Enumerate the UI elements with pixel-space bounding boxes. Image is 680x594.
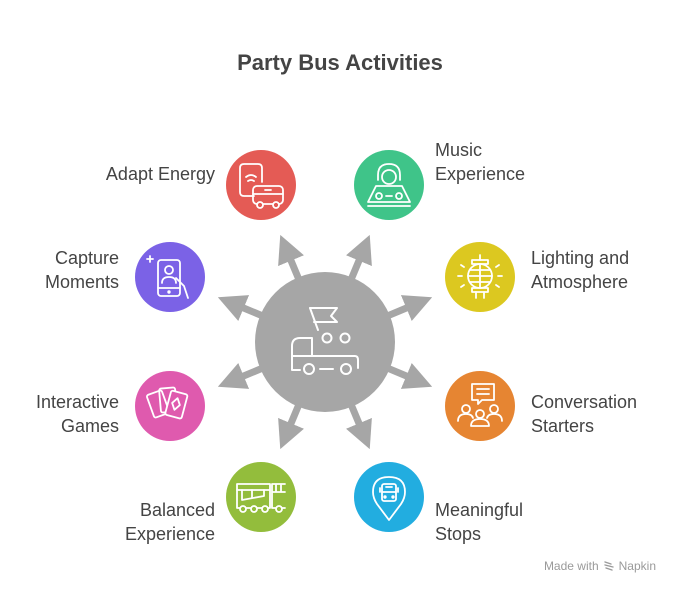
label-line: Experience [435,164,526,184]
label-adapt-energy: Adapt Energy [106,162,215,186]
label-music-experience: Music Experience [435,138,525,186]
label-line: Atmosphere [531,272,629,292]
node-adapt-energy [226,150,296,220]
made-with-napkin-badge: Made with Napkin [544,559,656,573]
label-balanced-experience: Balanced Experience [125,498,215,546]
label-line: Interactive [35,392,119,412]
label-line: Conversation [531,392,638,412]
label-line: Stops [435,524,482,544]
node-capture-moments [135,242,205,312]
label-capture-moments: Capture Moments [45,246,119,294]
label-line: Lighting and [531,248,630,268]
bus-location-pin-icon [372,476,406,521]
playing-cards-icon [146,386,189,420]
footer-prefix: Made with [543,559,599,573]
footer-brand: Napkin [618,559,656,573]
bus-icon [236,483,286,513]
label-interactive-games: Interactive Games [36,390,119,438]
label-line: Adapt Energy [105,164,215,184]
diagram-title: Party Bus Activities [237,50,443,75]
group-chat-icon [457,383,503,427]
node-lighting-atmosphere [445,242,515,312]
label-lighting-atmosphere: Lighting and Atmosphere [531,246,629,294]
party-bus-icon [291,307,359,375]
node-music-experience [354,150,424,220]
label-meaningful-stops: Meaningful Stops [435,498,523,546]
phone-bus-icon [239,163,284,209]
label-line: Experience [124,524,215,544]
node-balanced-experience [226,462,296,532]
node-interactive-games [135,371,205,441]
label-line: Games [60,416,119,436]
label-line: Capture [54,248,119,268]
lantern-icon [457,254,503,299]
label-line: Music [435,140,483,160]
label-line: Moments [44,272,119,292]
napkin-logo-icon [603,561,614,571]
label-conversation-starters: Conversation Starters [531,390,637,438]
label-line: Starters [531,416,595,436]
node-meaningful-stops [354,462,424,532]
label-line: Balanced [139,500,215,520]
label-line: Meaningful [435,500,524,520]
selfie-phone-icon [146,255,189,299]
node-conversation-starters [445,371,515,441]
dj-icon [367,163,411,207]
